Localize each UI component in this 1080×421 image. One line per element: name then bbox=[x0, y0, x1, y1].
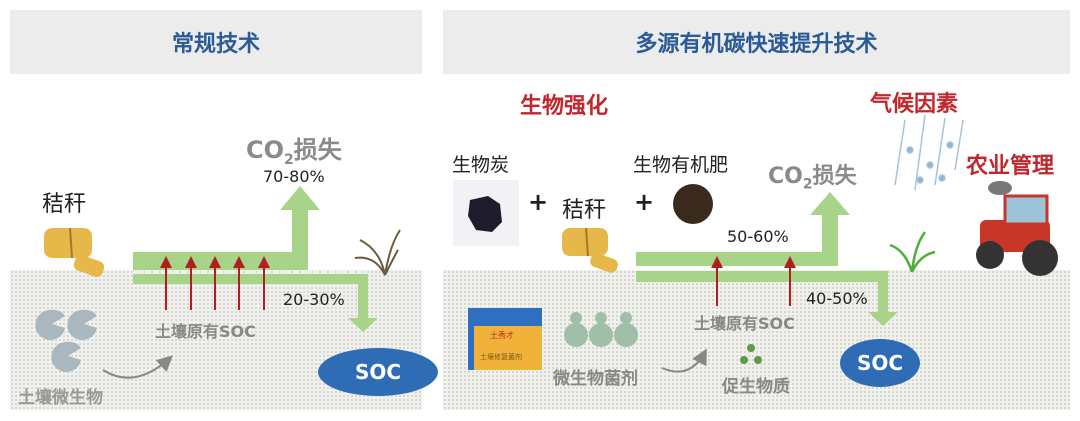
organic-fertilizer-label: 生物有机肥 bbox=[633, 154, 729, 176]
co2-text: CO bbox=[246, 136, 285, 164]
right-co2-loss-label: CO2损失 bbox=[768, 158, 857, 192]
left-co2-loss-label: CO2损失 bbox=[246, 130, 342, 168]
straw-bale-icon bbox=[44, 227, 105, 277]
left-soc-ellipse bbox=[318, 348, 438, 396]
climate-label: 气候因素 bbox=[870, 92, 959, 117]
right-soc-ellipse bbox=[840, 339, 920, 387]
left-straw-label: 秸秆 bbox=[42, 192, 87, 217]
growth-promoter-label: 促生物质 bbox=[722, 377, 790, 397]
left-microbes-label: 土壤微生物 bbox=[18, 388, 103, 408]
plant-icon bbox=[354, 229, 401, 276]
left-microbe-arrow bbox=[102, 355, 173, 379]
biochar-label: 生物炭 bbox=[452, 154, 510, 176]
microbe-bottles-icon bbox=[564, 312, 638, 347]
microbes-icon bbox=[35, 309, 97, 372]
left-native-soc-label: 土壤原有SOC bbox=[155, 322, 256, 341]
co2-text: CO bbox=[768, 164, 803, 189]
biochar-icon bbox=[468, 196, 502, 232]
plus-sign: + bbox=[634, 188, 655, 216]
left-soc-percent: 20-30% bbox=[283, 290, 345, 309]
left-soc-label: SOC bbox=[354, 360, 402, 384]
loss-text: 损失 bbox=[293, 136, 342, 164]
microbial-agent-product-icon bbox=[468, 308, 542, 370]
left-red-arrows bbox=[160, 256, 270, 310]
right-soc-percent: 40-50% bbox=[806, 289, 868, 308]
left-panel-title: 常规技术 bbox=[10, 10, 422, 74]
co2-subscript: 2 bbox=[802, 176, 813, 193]
straw-bale-icon bbox=[562, 227, 618, 273]
right-panel-title: 多源有机碳快速提升技术 bbox=[443, 10, 1070, 74]
product-name: 土壤修复菌剂 bbox=[480, 353, 522, 361]
right-red-arrows bbox=[711, 256, 796, 306]
right-straw-label: 秸秆 bbox=[562, 198, 607, 223]
agri-management-label: 农业管理 bbox=[966, 154, 1055, 179]
plus-sign: + bbox=[528, 188, 549, 216]
seedling-icon bbox=[889, 231, 936, 273]
product-brand: 土秀才 bbox=[490, 331, 514, 340]
organic-fertilizer-icon bbox=[673, 184, 713, 224]
right-soc-flow-arrow bbox=[636, 271, 898, 326]
bio-enhance-label: 生物强化 bbox=[520, 94, 609, 119]
right-native-soc-label: 土壤原有SOC bbox=[694, 314, 795, 333]
right-microbe-arrow bbox=[661, 348, 707, 373]
growth-promoter-dots-icon bbox=[740, 344, 762, 364]
right-soil-area bbox=[443, 270, 1070, 410]
rain-icon bbox=[894, 114, 964, 191]
left-co2-percent: 70-80% bbox=[263, 167, 325, 186]
loss-text: 损失 bbox=[812, 164, 857, 189]
right-co2-flow-arrow bbox=[636, 192, 850, 266]
right-co2-percent: 50-60% bbox=[727, 227, 789, 246]
co2-subscript: 2 bbox=[284, 151, 294, 168]
left-soc-flow-arrow bbox=[133, 274, 378, 332]
tractor-icon bbox=[976, 181, 1058, 276]
right-soc-label: SOC bbox=[856, 351, 904, 375]
microbial-agent-label: 微生物菌剂 bbox=[553, 369, 638, 389]
left-co2-flow-arrow bbox=[133, 186, 320, 270]
